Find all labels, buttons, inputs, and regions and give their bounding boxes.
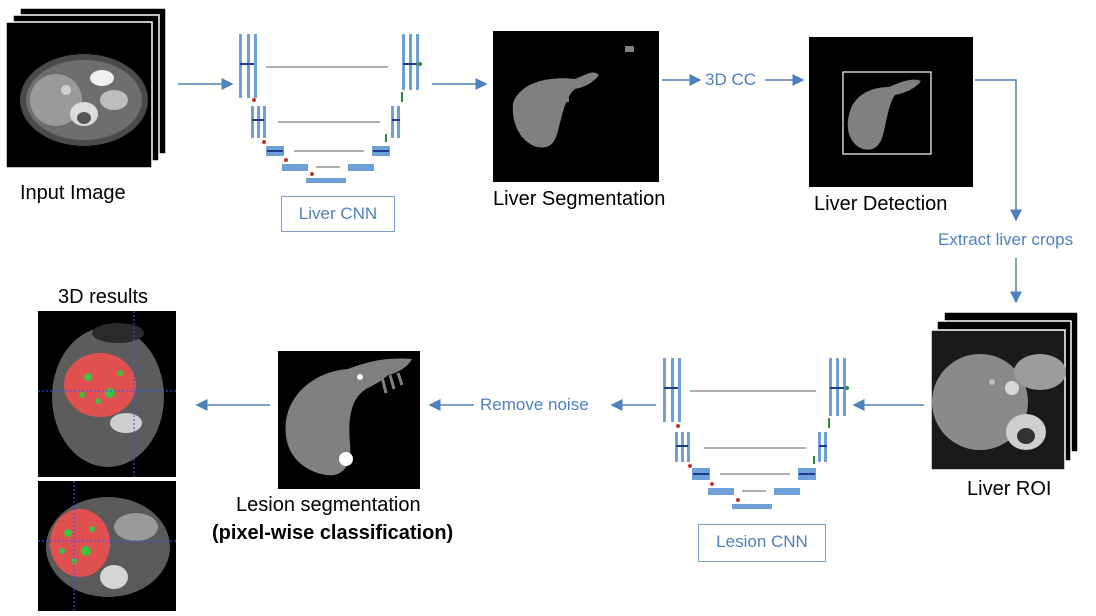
unet-architecture-lesion: [663, 358, 849, 509]
liver-roi-ct-stack: [930, 312, 1079, 471]
liver-detection-label: Liver Detection: [814, 193, 948, 215]
liver-segmentation-label: Liver Segmentation: [493, 188, 666, 210]
input-image-label: Input Image: [20, 182, 126, 204]
extract-liver-crops-label: Extract liver crops: [938, 230, 1074, 249]
liver-segmentation-image: [493, 31, 659, 182]
3d-cc-label: 3D CC: [705, 70, 757, 89]
3d-results-label: 3D results: [58, 286, 149, 308]
input-image-ct-stack: [5, 8, 167, 169]
liver-detection-image: [809, 37, 973, 187]
liver-roi-label: Liver ROI: [967, 478, 1052, 500]
3d-result-axial-image: [38, 481, 176, 611]
pixel-wise-classification-label: (pixel-wise classification): [212, 522, 454, 544]
lesion-cnn-box: Lesion CNN: [698, 524, 826, 562]
lesion-segmentation-label: Lesion segmentation: [236, 494, 421, 516]
liver-cnn-box: Liver CNN: [281, 196, 395, 232]
lesion-segmentation-image: [278, 351, 420, 489]
unet-architecture-liver: [239, 34, 422, 183]
remove-noise-label: Remove noise: [480, 395, 589, 414]
3d-result-sagittal-image: [38, 311, 176, 477]
arrow-detection-to-extract: [975, 79, 1022, 222]
